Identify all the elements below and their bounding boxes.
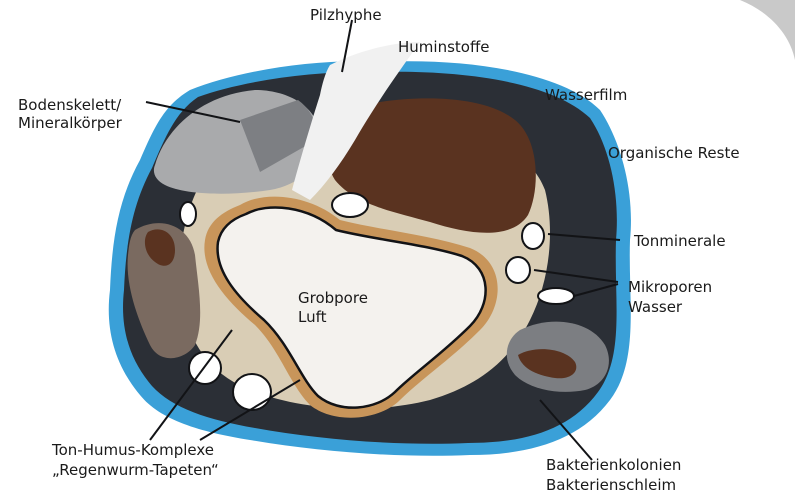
label-mikroporen-1: Mikroporen [628, 278, 712, 296]
micropore-4 [506, 257, 530, 283]
label-ton-humus-1: Ton-Humus-Komplexe [51, 441, 214, 459]
micropore-1 [180, 202, 196, 226]
label-mikroporen-2: Wasser [628, 298, 683, 316]
label-bodenskelett-2: Mineralkörper [18, 114, 123, 132]
label-bodenskelett-1: Bodenskelett/ [18, 96, 122, 114]
label-ton-humus-2: „Regenwurm-Tapeten“ [52, 461, 219, 479]
micropore-5 [538, 288, 574, 304]
micropore-2 [332, 193, 368, 217]
label-pilzhyphe: Pilzhyphe [310, 6, 382, 24]
label-tonminerale: Tonminerale [633, 232, 726, 250]
label-huminstoffe: Huminstoffe [398, 38, 490, 56]
micropore-6 [189, 352, 221, 384]
label-organische-reste: Organische Reste [608, 144, 740, 162]
label-bakterien-2: Bakterienschleim [546, 476, 676, 494]
label-grobpore-2: Luft [298, 308, 327, 326]
micropore-7 [233, 374, 271, 410]
micropore-3 [522, 223, 544, 249]
label-wasserfilm: Wasserfilm [545, 86, 627, 104]
corner-decoration [740, 0, 795, 60]
label-grobpore-1: Grobpore [298, 289, 368, 307]
label-bakterien-1: Bakterienkolonien [546, 456, 681, 474]
